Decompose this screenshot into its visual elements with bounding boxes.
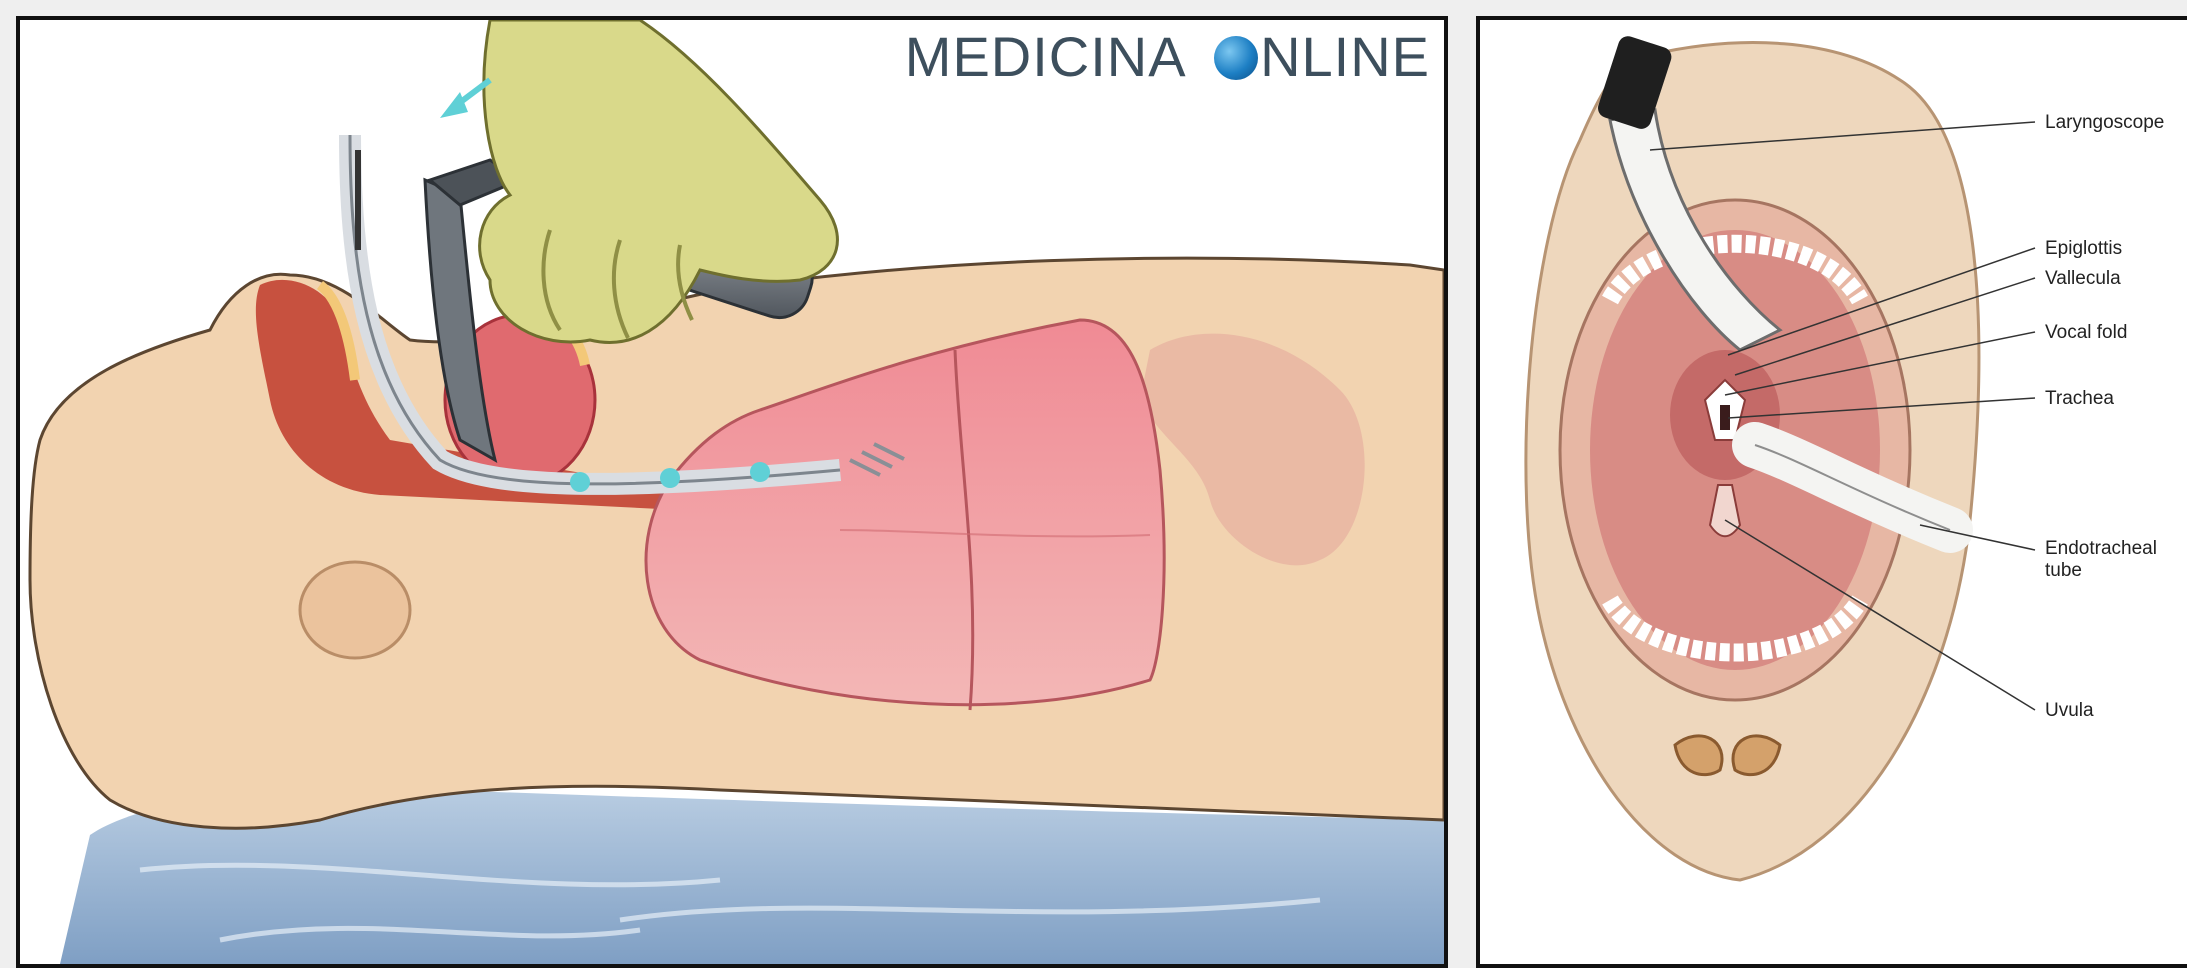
label-epiglottis: Epiglottis	[2045, 238, 2122, 261]
label-endotracheal-tube-line1: Endotracheal	[2045, 538, 2157, 561]
intubation-side-view-panel: MEDICINA NLINE	[16, 16, 1448, 968]
laryngoscopic-view-illustration	[1480, 20, 2187, 964]
label-trachea: Trachea	[2045, 388, 2114, 411]
medicina-online-watermark: MEDICINA NLINE	[905, 26, 1430, 88]
globe-icon	[1214, 36, 1258, 80]
label-laryngoscope: Laryngoscope	[2045, 112, 2164, 135]
label-vallecula: Vallecula	[2045, 268, 2121, 291]
label-uvula: Uvula	[2045, 700, 2094, 723]
air-flow-arrow-icon	[358, 80, 490, 250]
laryngoscopic-view-panel: Laryngoscope Epiglottis Vallecula Vocal …	[1476, 16, 2187, 968]
watermark-text-part2: NLINE	[1260, 25, 1430, 88]
label-vocal-fold: Vocal fold	[2045, 322, 2127, 345]
watermark-text-part1: MEDICINA	[905, 25, 1200, 88]
label-endotracheal-tube-line2: tube	[2045, 560, 2082, 583]
intubation-side-view-illustration	[20, 20, 1444, 964]
